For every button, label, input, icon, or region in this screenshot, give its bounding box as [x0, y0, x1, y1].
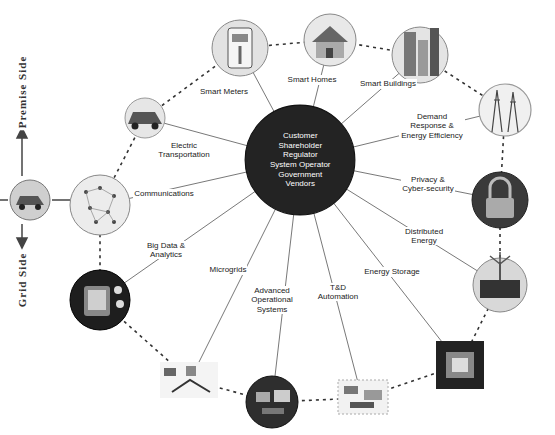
- illustration-shape: [473, 258, 527, 312]
- illustration-shape: [452, 358, 468, 372]
- stakeholder-name: Government: [270, 170, 331, 180]
- illustration-shape: [212, 20, 268, 76]
- smart-meters-picture: [212, 20, 268, 76]
- spoke-label: T&D Automation: [311, 283, 365, 301]
- illustration-shape: [114, 286, 122, 294]
- illustration-shape: [404, 32, 416, 76]
- electric-car-picture: [125, 98, 165, 138]
- spoke-label: Distributed Energy: [393, 227, 455, 245]
- spoke-label: Smart Homes: [287, 75, 338, 84]
- spoke-label: Advanced Operational Systems: [244, 286, 300, 314]
- illustration-shape: [418, 40, 428, 76]
- illustration-shape: [84, 186, 116, 224]
- illustration-shape: [35, 204, 41, 210]
- padlock-picture: [472, 172, 528, 228]
- illustration-shape: [430, 28, 439, 76]
- stakeholder-name: Vendors: [270, 179, 331, 189]
- illustration-shape: [446, 352, 474, 378]
- illustration-shape: [88, 290, 106, 310]
- illustration-shape: [479, 84, 531, 136]
- illustration-shape: [70, 270, 130, 330]
- circle-fill: [245, 105, 355, 215]
- illustration-shape: [256, 392, 270, 402]
- illustration-shape: [246, 376, 298, 428]
- spoke-label: Smart Meters: [199, 87, 249, 96]
- illustration-shape: [492, 90, 518, 132]
- spoke-label: Energy Storage: [363, 267, 421, 276]
- illustration-shape: [21, 136, 23, 176]
- illustration-shape: [164, 368, 176, 376]
- illustration-shape: [17, 238, 27, 248]
- illustration-shape: [128, 112, 162, 124]
- spoke-lines: [100, 40, 505, 402]
- illustration-shape: [350, 402, 374, 408]
- illustration-shape: [436, 341, 484, 389]
- illustration-shape: [304, 14, 356, 66]
- spoke-label: Big Data & Analytics: [137, 241, 195, 259]
- spoke-label: Privacy & Cyber-security: [401, 175, 455, 193]
- illustration-shape: [19, 204, 25, 210]
- td-automation-picture: [338, 380, 388, 414]
- communications-picture: [70, 175, 130, 235]
- spoke-label: Demand Response & Energy Efficiency: [399, 112, 465, 140]
- illustration-shape: [70, 175, 130, 235]
- illustration-shape: [84, 286, 110, 316]
- illustration-shape: [480, 280, 520, 298]
- illustration-shape: [490, 178, 510, 198]
- energy-storage-picture: [436, 341, 484, 389]
- big-data-picture: [70, 270, 130, 330]
- illustration-shape: [392, 27, 448, 83]
- illustration-shape: [490, 252, 510, 264]
- stakeholder-circle: CustomerShareholderRegulatorSystem Opera…: [244, 104, 356, 216]
- stakeholder-name: Customer: [270, 131, 331, 141]
- stakeholder-name: System Operator: [270, 160, 331, 170]
- illustration-shape: [186, 366, 196, 376]
- illustration-shape: [262, 408, 284, 414]
- illustration-shape: [132, 123, 139, 130]
- illustration-shape: [326, 48, 333, 58]
- illustration-shape: [52, 199, 70, 201]
- side-label: Premise Side: [16, 54, 28, 131]
- illustration-shape: [0, 199, 8, 201]
- illustration-shape: [116, 300, 124, 308]
- illustration-shape: [499, 262, 501, 280]
- illustration-shape: [172, 380, 210, 392]
- illustration-shape: [160, 362, 218, 398]
- illustration-shape: [338, 380, 388, 414]
- spoke-label: Communications: [133, 189, 195, 198]
- operational-systems-picture: [246, 376, 298, 428]
- microgrids-picture: [160, 362, 218, 398]
- illustration-shape: [312, 26, 348, 42]
- transmission-tower-picture: [479, 84, 531, 136]
- illustration-shape: [486, 198, 514, 218]
- spoke-label: Microgrids: [209, 265, 248, 274]
- illustration-shape: [100, 40, 505, 402]
- stakeholder-name: Shareholder: [270, 141, 331, 151]
- illustration-shape: [316, 42, 344, 58]
- grid-car-icon: [10, 180, 50, 220]
- side-label: Grid Side: [16, 251, 28, 310]
- illustration-shape: [472, 172, 528, 228]
- illustration-shape: [239, 46, 242, 64]
- illustration-shape: [228, 28, 252, 68]
- illustration-shape: [16, 196, 44, 205]
- illustration-shape: [364, 390, 382, 400]
- smart-buildings-picture: [392, 27, 448, 83]
- illustration-shape: [125, 98, 165, 138]
- spoke-label: Electric Transportation: [152, 141, 216, 159]
- illustration-shape: [152, 123, 159, 130]
- illustration-shape: [274, 390, 290, 402]
- side-arrows: [0, 128, 70, 248]
- smart-homes-picture: [304, 14, 356, 66]
- spoke-label: Smart Buildings: [359, 79, 417, 88]
- stakeholder-name: Regulator: [270, 150, 331, 160]
- distributed-energy-picture: [473, 252, 527, 312]
- illustration-shape: [86, 188, 114, 222]
- illustration-shape: [232, 34, 248, 42]
- illustration-shape: [344, 386, 358, 394]
- illustration-shape: [10, 180, 50, 220]
- dotted-ring: [100, 40, 505, 402]
